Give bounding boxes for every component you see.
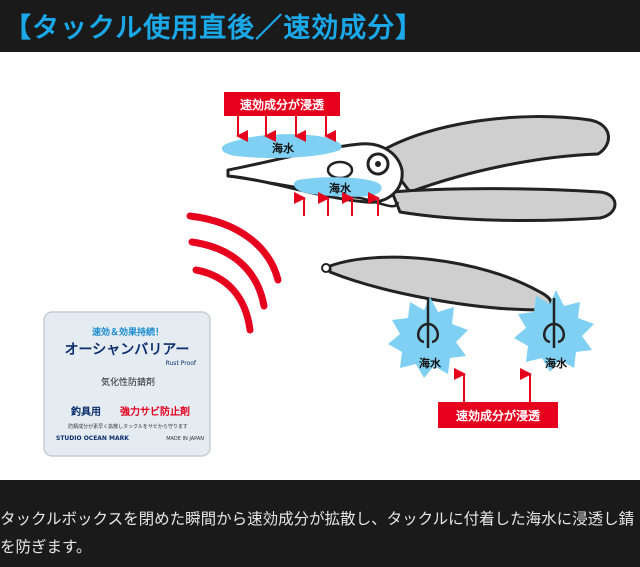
hook-left (416, 298, 440, 348)
page-title: 【タックル使用直後／速効成分】 (4, 13, 424, 44)
product-tagline: 速効＆効果持続！ (92, 326, 164, 338)
seawater-blob-pliers-bottom (293, 177, 382, 197)
product-fine-print: 防錆成分が素早く拡散しタックルをサビから守ります (68, 423, 188, 430)
hook-right (542, 298, 566, 348)
pliers-illustration (226, 115, 617, 222)
product-made-in: MADE IN JAPAN (166, 436, 204, 442)
product-usage-prefix: 釣具用 (71, 405, 101, 418)
seawater-label-hook-left: 海水 (419, 356, 442, 370)
seawater-label-pliers-top: 海水 (272, 141, 295, 155)
product-brand: オーシャンバリアー (65, 342, 190, 358)
emission-waves (186, 212, 282, 334)
arrows-pliers-bottom (294, 192, 380, 216)
product-type: 気化性防錆剤 (101, 376, 155, 388)
title-bar: 【タックル使用直後／速効成分】 (0, 0, 640, 52)
diagram-svg: 海水 海水 速効成分が浸透 (43, 92, 617, 457)
seawater-label-pliers-bottom: 海水 (329, 181, 352, 195)
callout-bottom-text: 速効成分が浸透 (456, 408, 541, 423)
callout-top (224, 92, 340, 116)
product-maker: STUDIO OCEAN MARK (56, 435, 129, 442)
callout-bottom (438, 402, 558, 428)
seawater-blob-pliers-top (221, 134, 342, 158)
product-sub-brand: Rust Proof (166, 360, 197, 367)
product-card: 速効＆効果持続！ オーシャンバリアー Rust Proof 気化性防錆剤 釣具用… (43, 311, 211, 457)
arrows-top (236, 116, 336, 142)
arrows-lure (454, 368, 532, 402)
diagram-panel: 海水 海水 速効成分が浸透 (0, 52, 640, 480)
product-usage-main: 強力サビ防止剤 (120, 405, 190, 418)
caption-text: タックルボックスを閉めた瞬間から速効成分が拡散し、タックルに付着した海水に浸透し… (0, 510, 635, 556)
callout-top-text: 速効成分が浸透 (240, 97, 325, 112)
seawater-label-hook-right: 海水 (545, 356, 568, 370)
lure-illustration (321, 255, 553, 312)
